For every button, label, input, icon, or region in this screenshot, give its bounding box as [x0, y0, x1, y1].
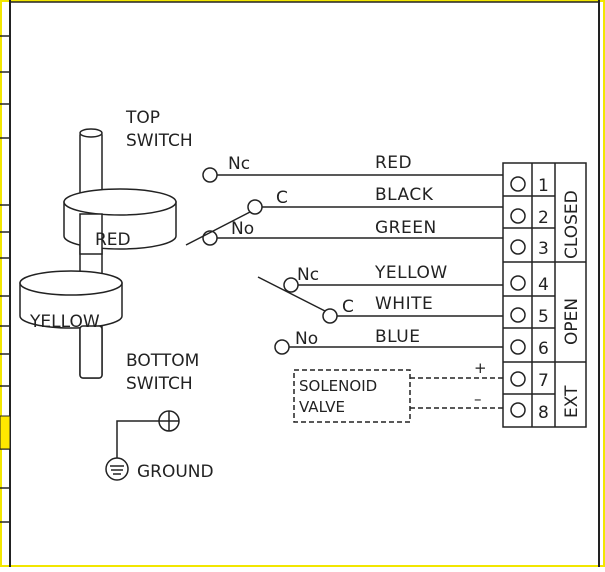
c-top-label: C [276, 188, 288, 208]
wire-label-white: WHITE [375, 294, 433, 314]
contact-c-bottom [322, 308, 338, 324]
terminal-number-6: 6 [538, 339, 549, 359]
bottom-switch-label-2: SWITCH [126, 374, 193, 394]
terminal-number-8: 8 [538, 403, 549, 423]
terminal-number-4: 4 [538, 275, 549, 295]
solenoid-valve-box [293, 369, 411, 423]
terminal-screw-4 [510, 275, 526, 291]
bottom-switch-contacts [257, 276, 338, 355]
wire-label-yellow: YELLOW [374, 263, 448, 283]
wire-label-green: GREEN [375, 218, 437, 238]
margin-highlight [0, 415, 11, 450]
terminal-screw-8 [510, 402, 526, 418]
c-bottom-label: C [342, 297, 354, 317]
group-label-closed: CLOSED [562, 190, 582, 259]
float-yellow-label: YELLOW [29, 312, 100, 332]
terminal-number-5: 5 [538, 307, 549, 327]
float-red-label: RED [95, 230, 131, 250]
no-top-label: No [231, 219, 254, 239]
terminal-number-2: 2 [538, 208, 549, 228]
terminal-screw-6 [510, 339, 526, 355]
group-label-ext: EXT [562, 385, 582, 418]
contact-nc-bottom [283, 277, 299, 293]
terminal-screw-1 [510, 176, 526, 192]
switch-arm-top [185, 211, 251, 246]
solenoid-label-2: VALVE [299, 398, 345, 416]
left-margin-ticks [0, 35, 10, 523]
minus-sign: – [474, 390, 482, 408]
shaft-overlay [79, 213, 103, 379]
terminal-screw-5 [510, 307, 526, 323]
bottom-switch-label-1: BOTTOM [126, 351, 199, 371]
contact-c-top [247, 199, 263, 215]
switch-arm-bottom [257, 276, 326, 312]
contact-no-bottom [274, 339, 290, 355]
top-switch-contacts [185, 167, 263, 246]
nc-bottom-label: Nc [297, 265, 319, 285]
no-bottom-label: No [295, 329, 318, 349]
wire-label-blue: BLUE [375, 327, 420, 347]
wire-label-red: RED [375, 153, 412, 173]
terminal-screw-2 [510, 208, 526, 224]
terminal-number-1: 1 [538, 176, 549, 196]
terminal-screw-3 [510, 239, 526, 255]
yellow-float [19, 282, 123, 329]
solenoid-wires [410, 377, 532, 409]
top-switch-label-1: TOP [125, 108, 160, 128]
terminal-screw-7 [510, 371, 526, 387]
terminal-number-3: 3 [538, 239, 549, 259]
solenoid-label-1: SOLENOID [299, 377, 377, 395]
terminal-block [502, 162, 587, 428]
ground-icon [105, 410, 180, 481]
plus-sign: + [474, 359, 487, 377]
contact-nc-top [202, 167, 218, 183]
float-switch-assembly [19, 128, 177, 379]
terminal-number-7: 7 [538, 371, 549, 391]
wire-label-black: BLACK [375, 185, 434, 205]
ground-label: GROUND [137, 462, 214, 482]
top-switch-label-2: SWITCH [126, 131, 193, 151]
wires [217, 174, 532, 348]
nc-top-label: Nc [228, 154, 250, 174]
group-label-open: OPEN [562, 298, 582, 345]
